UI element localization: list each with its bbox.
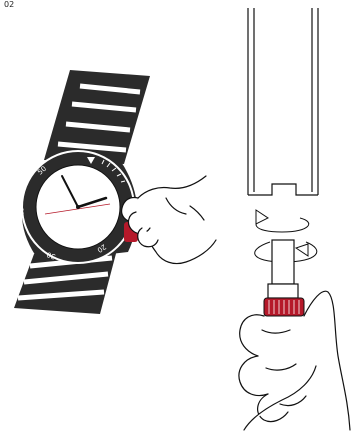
watch-icon: 50 40 30 20	[14, 70, 150, 314]
upper-bracelet	[44, 70, 150, 164]
hand-icon	[122, 176, 216, 264]
crown-icon	[264, 298, 304, 316]
crown-stem	[268, 240, 298, 298]
strap-link-icon	[248, 8, 318, 195]
bezel-number-40: 40	[17, 207, 26, 217]
hand-pivot	[76, 205, 80, 209]
rotation-arrow-icon	[256, 210, 309, 232]
